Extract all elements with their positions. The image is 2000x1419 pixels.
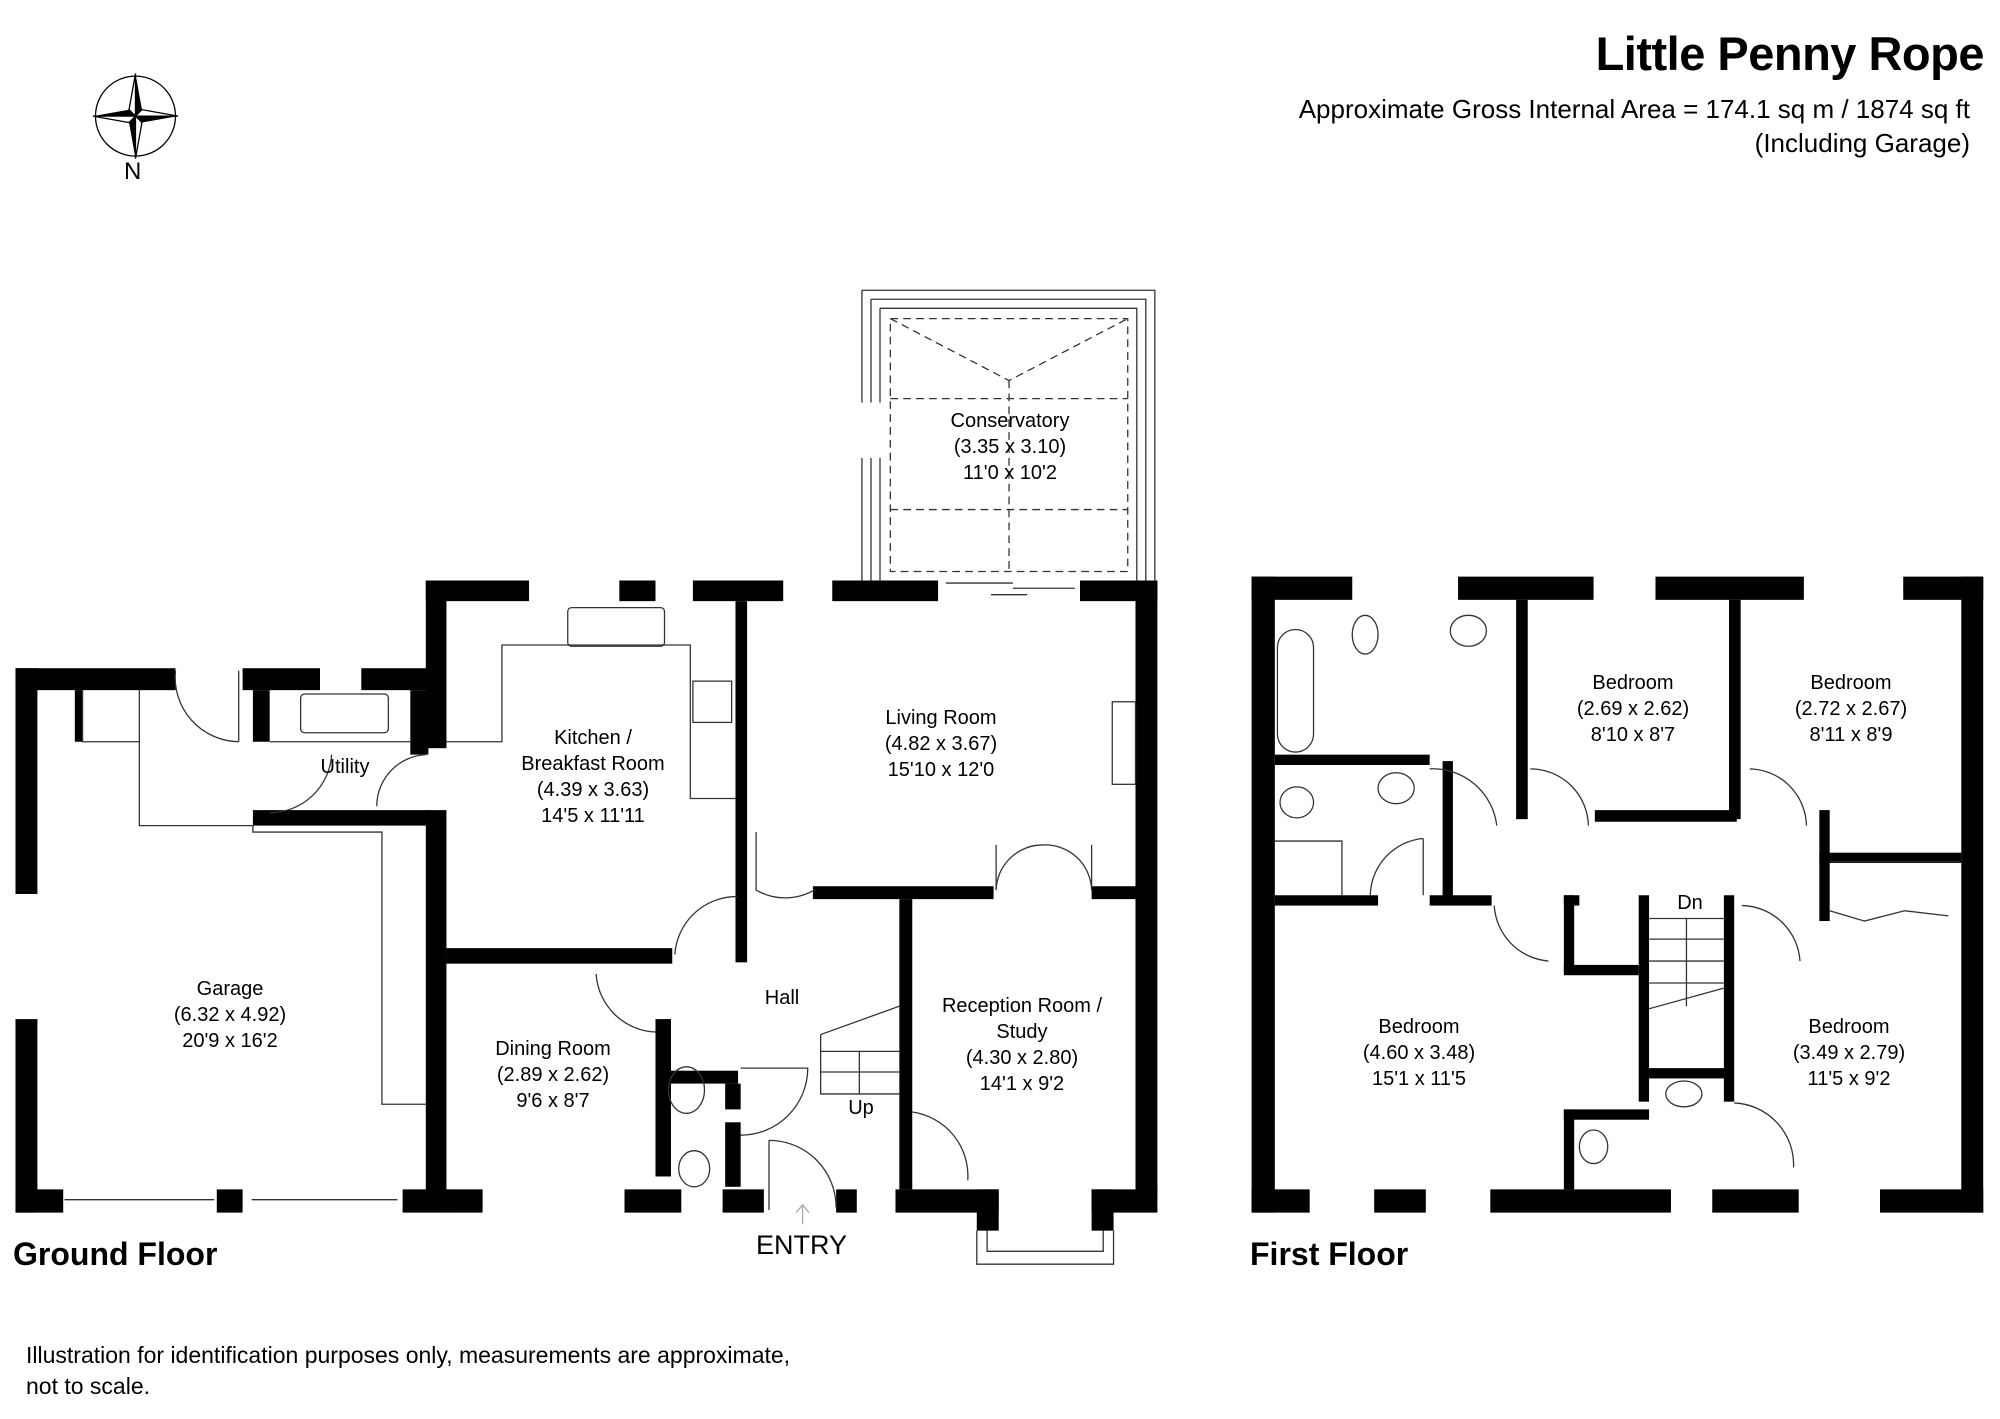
gross-internal-area: Approximate Gross Internal Area = 174.1 … (1298, 94, 1970, 124)
room-name: Kitchen / (554, 727, 632, 749)
room-metric: (2.69 x 2.62) (1576, 698, 1690, 720)
stairs-down-label: Dn (1677, 892, 1703, 914)
room-name-line2: Study (996, 1021, 1048, 1043)
first-floor-label: First Floor (1250, 1236, 1409, 1272)
room-name: Bedroom (1808, 1016, 1890, 1038)
north-compass-rose-icon (92, 73, 179, 159)
room-metric: (6.32 x 4.92) (173, 1004, 287, 1026)
room-imperial: 14'1 x 9'2 (979, 1073, 1065, 1095)
room-name: Bedroom (1592, 672, 1674, 694)
room-name-line2: Breakfast Room (521, 753, 665, 775)
room-bedroom-1: Bedroom (4.60 x 3.48) 15'1 x 11'5 (1363, 1014, 1475, 1092)
room-name: Living Room (885, 707, 997, 729)
room-metric: (2.72 x 2.67) (1794, 698, 1908, 720)
room-metric: (3.49 x 2.79) (1792, 1042, 1906, 1064)
footnote-line-2: not to scale. (26, 1373, 151, 1399)
first-floor-walls (1251, 576, 1984, 1213)
room-reception-study: Reception Room / Study (4.30 x 2.80) 14'… (942, 993, 1102, 1097)
room-metric: (3.35 x 3.10) (953, 436, 1067, 458)
room-imperial: 15'10 x 12'0 (887, 759, 995, 781)
footnote-line-1: Illustration for identification purposes… (26, 1342, 791, 1368)
room-name: Bedroom (1810, 672, 1892, 694)
room-imperial: 11'5 x 9'2 (1807, 1068, 1891, 1090)
room-metric: (4.30 x 2.80) (965, 1047, 1079, 1069)
ground-floor-label: Ground Floor (13, 1236, 218, 1272)
area-note: (Including Garage) (1754, 128, 1970, 158)
ground-floor-fixtures (64, 289, 1156, 1265)
stairs-up-label: Up (848, 1097, 874, 1119)
room-imperial: 20'9 x 16'2 (182, 1030, 278, 1052)
room-living-room: Living Room (4.82 x 3.67) 15'10 x 12'0 (885, 705, 997, 783)
room-bedroom-2: Bedroom (2.69 x 2.62) 8'10 x 8'7 (1577, 670, 1689, 748)
room-imperial: 11'0 x 10'2 (962, 462, 1057, 484)
room-bedroom-3: Bedroom (2.72 x 2.67) 8'11 x 8'9 (1795, 670, 1907, 748)
room-name: Garage (196, 978, 264, 1000)
disclaimer-footnote: Illustration for identification purposes… (26, 1340, 926, 1402)
first-floor-fixtures (1274, 614, 1962, 1168)
room-imperial: 8'10 x 8'7 (1590, 724, 1676, 746)
room-name: Hall (764, 987, 800, 1009)
room-metric: (4.60 x 3.48) (1362, 1042, 1476, 1064)
room-imperial: 8'11 x 8'9 (1809, 724, 1893, 746)
room-metric: (4.39 x 3.63) (536, 779, 650, 801)
room-bedroom-4: Bedroom (3.49 x 2.79) 11'5 x 9'2 (1793, 1014, 1905, 1092)
room-name: Reception Room / (941, 995, 1103, 1017)
room-imperial: 14'5 x 11'11 (541, 805, 645, 827)
room-dining-room: Dining Room (2.89 x 2.62) 9'6 x 8'7 (495, 1036, 611, 1114)
room-name: Dining Room (495, 1038, 611, 1060)
room-imperial: 15'1 x 11'5 (1371, 1068, 1467, 1090)
room-conservatory: Conservatory (3.35 x 3.10) 11'0 x 10'2 (951, 408, 1070, 486)
compass-north-label: N (124, 158, 142, 185)
room-name: Bedroom (1378, 1016, 1460, 1038)
room-hall: Hall (765, 985, 799, 1011)
room-kitchen: Kitchen / Breakfast Room (4.39 x 3.63) 1… (521, 725, 664, 829)
room-imperial: 9'6 x 8'7 (516, 1090, 590, 1112)
entry-label: ENTRY (756, 1230, 848, 1260)
room-name: Utility (320, 756, 370, 778)
room-utility: Utility (321, 754, 370, 780)
room-metric: (4.82 x 3.67) (884, 733, 998, 755)
room-garage: Garage (6.32 x 4.92) 20'9 x 16'2 (174, 976, 286, 1054)
room-name: Conservatory (950, 410, 1070, 432)
area-summary: Approximate Gross Internal Area = 174.1 … (1299, 92, 1970, 160)
page-title: Little Penny Rope (1595, 27, 1985, 80)
ground-floor-walls (15, 580, 1158, 1231)
room-metric: (2.89 x 2.62) (496, 1064, 610, 1086)
